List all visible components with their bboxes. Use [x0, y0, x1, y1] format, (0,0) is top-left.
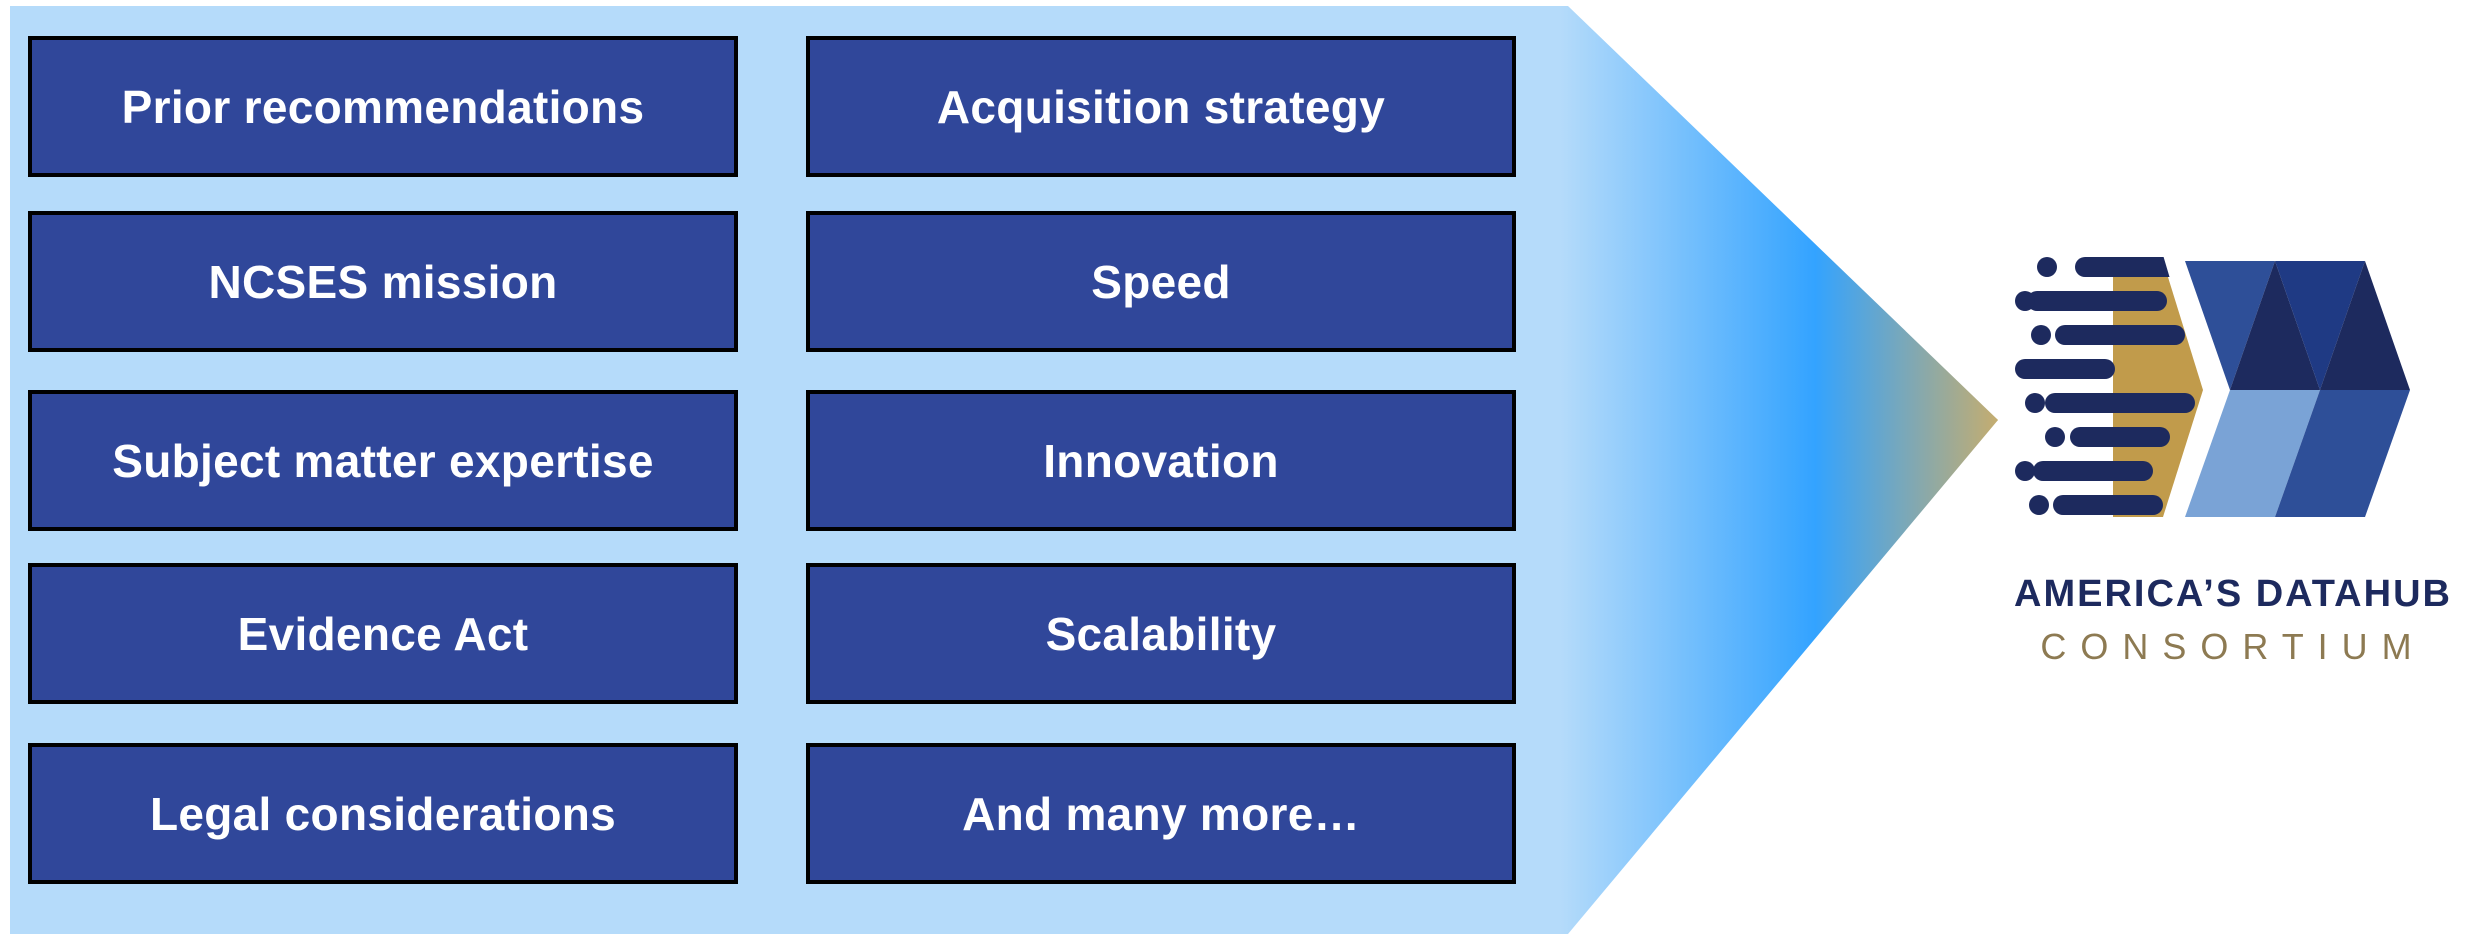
- right-factor-box: Speed: [806, 211, 1516, 352]
- left-factor-box: NCSES mission: [28, 211, 738, 352]
- logo-hex-top-dark: [2230, 261, 2320, 390]
- left-factor-box: Prior recommendations: [28, 36, 738, 177]
- datahub-logo: AMERICA’S DATAHUB CONSORTIUM: [1975, 255, 2491, 675]
- logo-bar: [2055, 325, 2113, 345]
- logo-bar: [2015, 359, 2113, 379]
- right-factor-box: Scalability: [806, 563, 1516, 704]
- datahub-logo-mark: [2015, 257, 2410, 517]
- logo-bar: [2113, 291, 2167, 311]
- logo-bar: [2113, 461, 2153, 481]
- logo-bar: [2015, 461, 2035, 481]
- logo-bar: [2113, 427, 2170, 447]
- logo-bar: [2015, 291, 2035, 311]
- logo-bar: [2027, 291, 2113, 311]
- right-factor-box: Innovation: [806, 390, 1516, 531]
- factor-label: Acquisition strategy: [936, 80, 1386, 133]
- left-factor-box: Evidence Act: [28, 563, 738, 704]
- logo-subtitle: CONSORTIUM: [2040, 626, 2426, 667]
- logo-bar: [2045, 393, 2113, 413]
- logo-bar: [2037, 257, 2057, 277]
- right-factor-box: And many more…: [806, 743, 1516, 884]
- logo-bar: [2031, 325, 2051, 345]
- factor-label: Legal considerations: [149, 787, 617, 840]
- factor-label: NCSES mission: [208, 255, 558, 308]
- logo-bar: [2029, 495, 2049, 515]
- logo-bar: [2025, 393, 2045, 413]
- right-factor-box: Acquisition strategy: [806, 36, 1516, 177]
- logo-bar: [2113, 257, 2195, 277]
- factor-label: Innovation: [1043, 434, 1279, 487]
- left-factor-box: Subject matter expertise: [28, 390, 738, 531]
- arrow-head: [1910, 340, 1998, 502]
- logo-hex-bottom-right: [2275, 390, 2410, 517]
- logo-bar: [2075, 257, 2113, 277]
- logo-bar: [2053, 495, 2113, 515]
- factor-label: Subject matter expertise: [112, 434, 654, 487]
- factor-label: Prior recommendations: [121, 80, 645, 133]
- factor-label: Evidence Act: [237, 607, 529, 660]
- factor-label: Scalability: [1045, 607, 1277, 660]
- logo-bar: [2033, 461, 2113, 481]
- logo-bar: [2113, 495, 2163, 515]
- logo-bar: [2070, 427, 2113, 447]
- logo-data-bars: [2015, 257, 2113, 515]
- logo-hex-top-right: [2275, 261, 2365, 390]
- factor-label: And many more…: [962, 787, 1360, 840]
- logo-hex-left-dark: [2185, 261, 2275, 390]
- logo-hex-right: [2320, 261, 2410, 390]
- logo-data-bars-overlay: [2113, 257, 2195, 515]
- factor-label: Speed: [1091, 255, 1231, 308]
- logo-bar: [2113, 325, 2185, 345]
- logo-title: AMERICA’S DATAHUB: [2014, 573, 2452, 615]
- logo-bar: [2113, 393, 2195, 413]
- logo-bar: [2045, 427, 2065, 447]
- left-factor-box: Legal considerations: [28, 743, 738, 884]
